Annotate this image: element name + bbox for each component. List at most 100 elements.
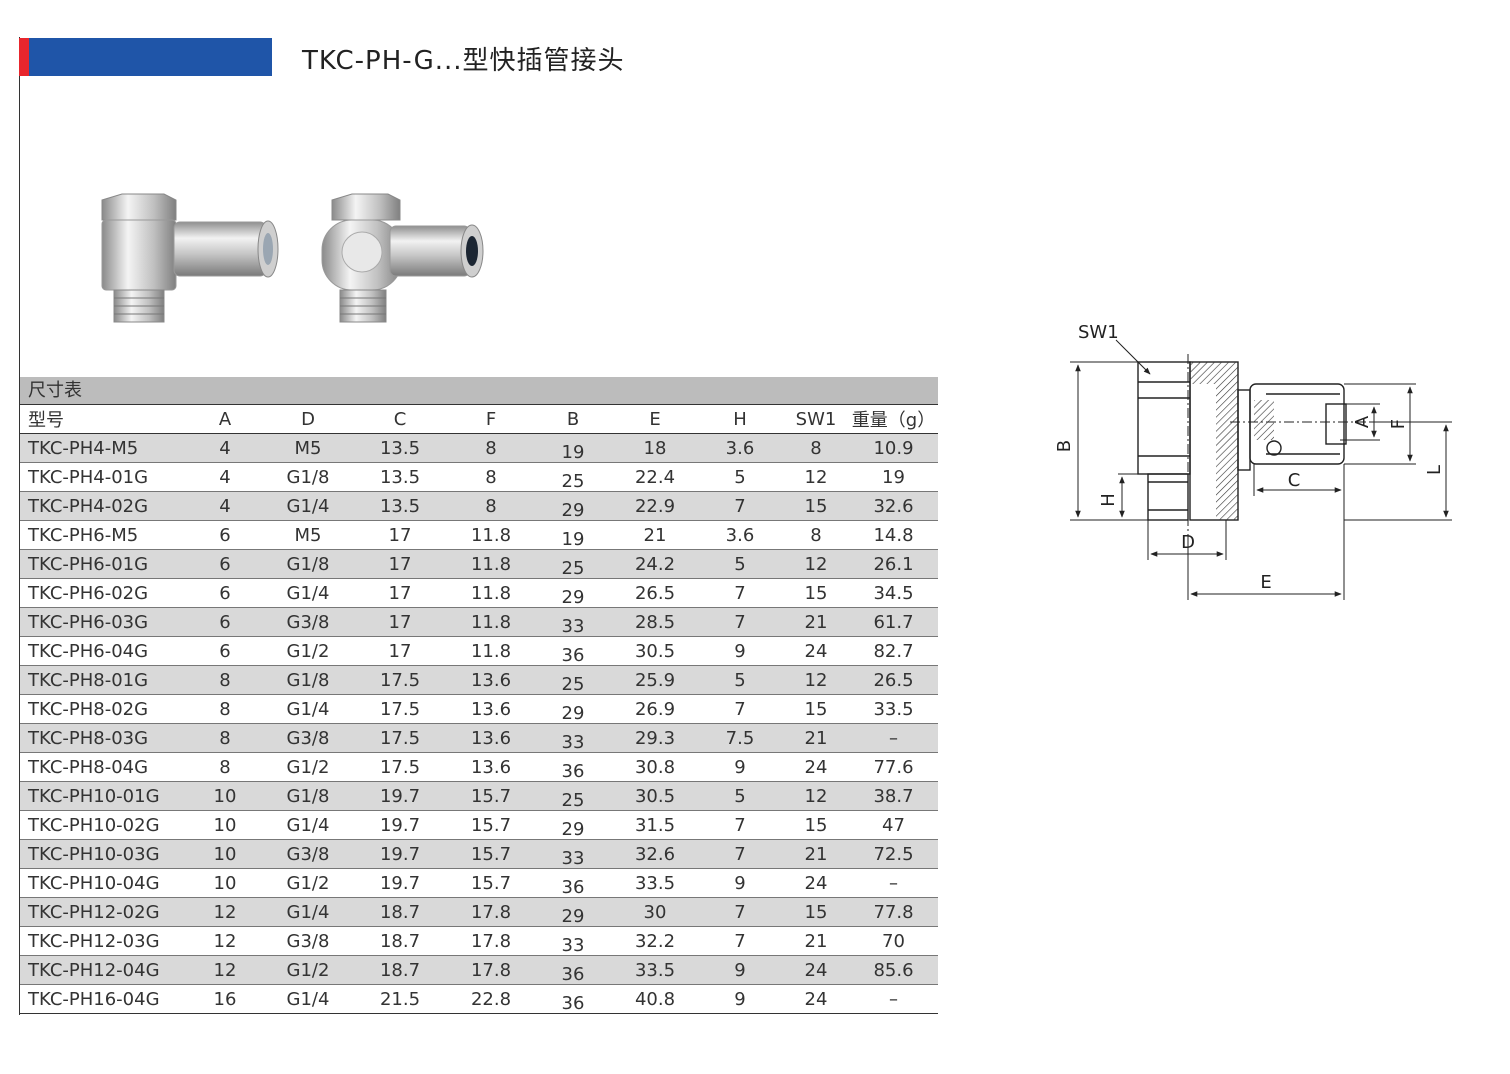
table-cell: 34.5 <box>849 578 938 608</box>
table-cell: 10 <box>185 839 265 869</box>
table-cell: 21 <box>783 926 849 956</box>
label-e: E <box>1260 572 1271 593</box>
table-cell: 38.7 <box>849 781 938 811</box>
column-header: F <box>449 404 533 434</box>
model-cell: TKC-PH8-04G <box>20 752 185 782</box>
table-cell: G3/8 <box>265 926 351 956</box>
table-cell: 18.7 <box>351 897 449 927</box>
model-cell: TKC-PH10-01G <box>20 781 185 811</box>
table-cell: G1/4 <box>265 984 351 1014</box>
label-d: D <box>1181 532 1195 553</box>
table-cell: G3/8 <box>265 723 351 753</box>
table-cell: G1/8 <box>265 665 351 695</box>
model-cell: TKC-PH8-01G <box>20 665 185 695</box>
label-f: F <box>1388 419 1409 429</box>
table-cell: 7 <box>697 839 783 869</box>
table-cell: 25 <box>533 549 613 579</box>
table-cell: 11.8 <box>449 520 533 550</box>
table-cell: 4 <box>185 462 265 492</box>
table-cell: 33 <box>533 839 613 869</box>
table-cell: 6 <box>185 520 265 550</box>
table-cell: 33.5 <box>613 955 697 985</box>
table-cell: 10.9 <box>849 433 938 463</box>
table-cell: 72.5 <box>849 839 938 869</box>
column-header: 重量（g） <box>849 404 938 434</box>
table-cell: 7.5 <box>697 723 783 753</box>
table-cell: 77.6 <box>849 752 938 782</box>
table-cell: 25.9 <box>613 665 697 695</box>
product-photos <box>101 193 484 323</box>
table-cell: 10 <box>185 868 265 898</box>
table-cell: 36 <box>533 868 613 898</box>
table-cell: 9 <box>697 955 783 985</box>
table-cell: 32.6 <box>849 491 938 521</box>
table-cell: 26.1 <box>849 549 938 579</box>
table-cell: 12 <box>185 926 265 956</box>
table-cell: 8 <box>449 433 533 463</box>
table-cell: 22.8 <box>449 984 533 1014</box>
column-header: H <box>697 404 783 434</box>
table-cell: 18.7 <box>351 926 449 956</box>
column-header: C <box>351 404 449 434</box>
model-cell: TKC-PH10-03G <box>20 839 185 869</box>
table-cell: 29.3 <box>613 723 697 753</box>
table-cell: 29 <box>533 491 613 521</box>
table-cell: 17.5 <box>351 665 449 695</box>
label-b: B <box>1054 440 1075 452</box>
table-caption: 尺寸表 <box>20 377 938 404</box>
model-cell: TKC-PH4-01G <box>20 462 185 492</box>
dimension-drawing: SW1 B H D C E A F L <box>1054 322 1452 600</box>
table-cell: 13.6 <box>449 723 533 753</box>
page-left-rule <box>19 37 20 1015</box>
table-cell: 19.7 <box>351 839 449 869</box>
table-cell: G1/2 <box>265 955 351 985</box>
column-header: E <box>613 404 697 434</box>
table-cell: 33.5 <box>613 868 697 898</box>
table-cell: 13.5 <box>351 491 449 521</box>
table-cell: 3.6 <box>697 433 783 463</box>
model-cell: TKC-PH10-02G <box>20 810 185 840</box>
header-accent-blue <box>29 38 272 76</box>
table-cell: 7 <box>697 491 783 521</box>
table-cell: 11.8 <box>449 549 533 579</box>
table-cell: 5 <box>697 549 783 579</box>
table-cell: 21 <box>783 723 849 753</box>
table-cell: 7 <box>697 897 783 927</box>
table-cell: 77.8 <box>849 897 938 927</box>
table-cell: 8 <box>185 665 265 695</box>
model-cell: TKC-PH4-M5 <box>20 433 185 463</box>
table-cell: 6 <box>185 636 265 666</box>
table-cell: 25 <box>533 781 613 811</box>
drawing-outline <box>1137 361 1347 521</box>
table-cell: 10 <box>185 781 265 811</box>
table-cell: 17 <box>351 578 449 608</box>
table-cell: 12 <box>783 781 849 811</box>
model-cell: TKC-PH12-02G <box>20 897 185 927</box>
table-cell: 40.8 <box>613 984 697 1014</box>
table-cell: 15 <box>783 810 849 840</box>
label-sw1: SW1 <box>1078 322 1119 343</box>
table-cell: 24 <box>783 636 849 666</box>
table-cell: 3.6 <box>697 520 783 550</box>
table-cell: 6 <box>185 549 265 579</box>
table-cell: 82.7 <box>849 636 938 666</box>
table-cell: 15 <box>783 897 849 927</box>
table-cell: 9 <box>697 984 783 1014</box>
label-h: H <box>1098 493 1119 507</box>
label-l: L <box>1424 465 1445 475</box>
model-cell: TKC-PH8-03G <box>20 723 185 753</box>
fitting-photo-side <box>101 193 279 323</box>
fitting-photo-front <box>321 193 484 323</box>
table-cell: G1/2 <box>265 636 351 666</box>
table-cell: 19.7 <box>351 781 449 811</box>
table-cell: 19.7 <box>351 868 449 898</box>
table-cell: 9 <box>697 752 783 782</box>
table-cell: 85.6 <box>849 955 938 985</box>
